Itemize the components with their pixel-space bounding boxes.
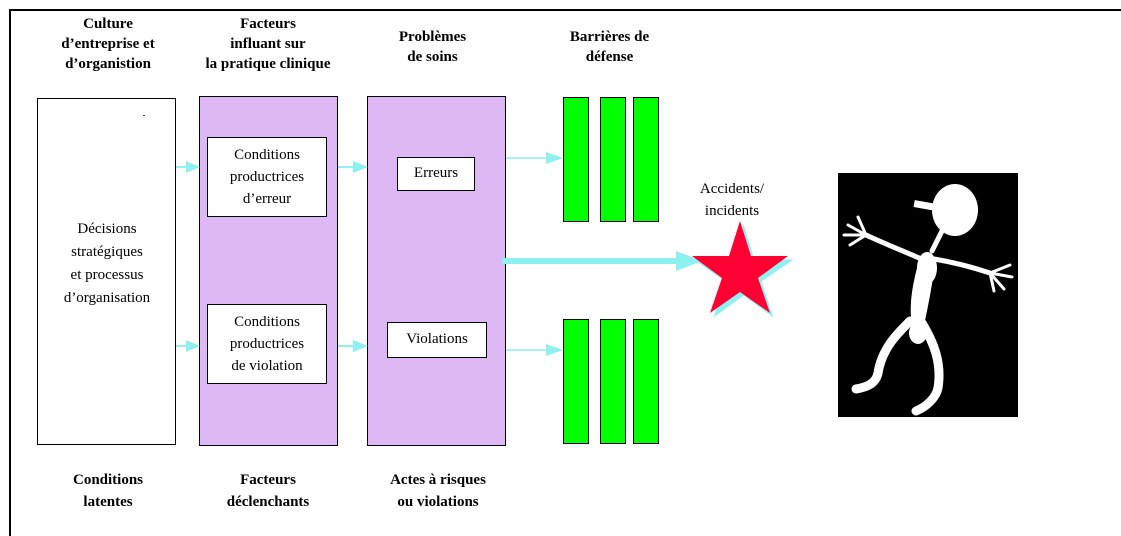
conditions-erreur-line2: productrices	[229, 169, 305, 185]
decisions-text: Décisions stratégiques et processus d’or…	[40, 218, 174, 310]
violations-box: Violations	[387, 322, 487, 358]
arrow-to-accident	[502, 251, 702, 271]
unsafe-acts-box	[367, 96, 506, 446]
accidents-label: Accidents/ incidents	[682, 178, 782, 222]
erreurs-label: Erreurs	[413, 165, 459, 181]
conditions-erreur-line1: Conditions	[234, 147, 300, 163]
header-facteurs: Facteurs influant sur la pratique cliniq…	[178, 14, 358, 74]
conditions-erreur-box: Conditions productrices d’erreur	[207, 137, 327, 217]
header-problemes-line1: Problèmes	[398, 29, 467, 45]
barrier-bottom-3	[633, 319, 659, 444]
header-culture-line1: Culture	[83, 16, 133, 32]
footer-latentes-line2: latentes	[83, 494, 133, 510]
footer-declenchants: Facteurs déclenchants	[188, 469, 348, 513]
latent-conditions-box	[37, 98, 176, 445]
footer-declenchants-line2: déclenchants	[226, 494, 310, 510]
conditions-erreur-line3: d’erreur	[242, 191, 292, 207]
footer-latentes-line1: Conditions	[72, 472, 144, 488]
barrier-bottom-2	[600, 319, 626, 444]
footer-actes: Actes à risques ou violations	[358, 469, 518, 513]
header-facteurs-line3: la pratique clinique	[205, 56, 331, 72]
conditions-violation-box: Conditions productrices de violation	[207, 304, 327, 384]
decisions-line2: stratégiques	[71, 244, 143, 260]
arrow-erreurs-to-barriers	[506, 152, 563, 164]
header-culture-line2: d’entreprise et	[61, 36, 155, 52]
barrier-bottom-1	[563, 319, 589, 444]
arrow-violations-to-barriers	[506, 344, 563, 356]
diagram-frame	[9, 9, 1121, 536]
decisions-line4: d’organisation	[63, 290, 151, 306]
arrow-facteurs-to-erreurs	[338, 161, 368, 173]
conditions-violation-line2: productrices	[229, 336, 305, 352]
header-problemes-line2: de soins	[407, 49, 458, 65]
footer-latentes: Conditions latentes	[28, 469, 188, 513]
barrier-top-2	[600, 97, 626, 222]
header-culture-line3: d’organistion	[65, 56, 151, 72]
arrow-culture-to-violation	[176, 340, 200, 352]
stray-dot	[143, 115, 145, 116]
header-problemes: Problèmes de soins	[365, 27, 500, 67]
header-barrieres-line1: Barrières de	[569, 29, 650, 45]
header-barrieres-line2: défense	[585, 49, 634, 65]
decisions-line3: et processus	[70, 267, 144, 283]
footer-declenchants-line1: Facteurs	[240, 472, 296, 488]
erreurs-box: Erreurs	[397, 157, 475, 191]
conditions-violation-line3: de violation	[231, 358, 303, 374]
barrier-top-1	[563, 97, 589, 222]
header-culture: Culture d’entreprise et d’organistion	[28, 14, 188, 74]
decisions-line1: Décisions	[77, 221, 137, 237]
accidents-line1: Accidents/	[699, 181, 765, 197]
arrow-culture-to-erreur	[176, 161, 200, 173]
accidents-line2: incidents	[704, 203, 760, 219]
stick-figure-drawing	[842, 184, 1014, 416]
header-barrieres: Barrières de défense	[542, 27, 677, 67]
header-facteurs-line1: Facteurs	[240, 16, 296, 32]
arrow-facteurs-to-violations	[338, 340, 368, 352]
star-icon	[692, 221, 794, 318]
stick-figure-icon	[838, 173, 1018, 417]
conditions-violation-line1: Conditions	[234, 314, 300, 330]
violations-label: Violations	[406, 331, 468, 347]
header-facteurs-line2: influant sur	[230, 36, 306, 52]
footer-actes-line2: ou violations	[397, 494, 479, 510]
footer-actes-line1: Actes à risques	[390, 472, 486, 488]
barrier-top-3	[633, 97, 659, 222]
